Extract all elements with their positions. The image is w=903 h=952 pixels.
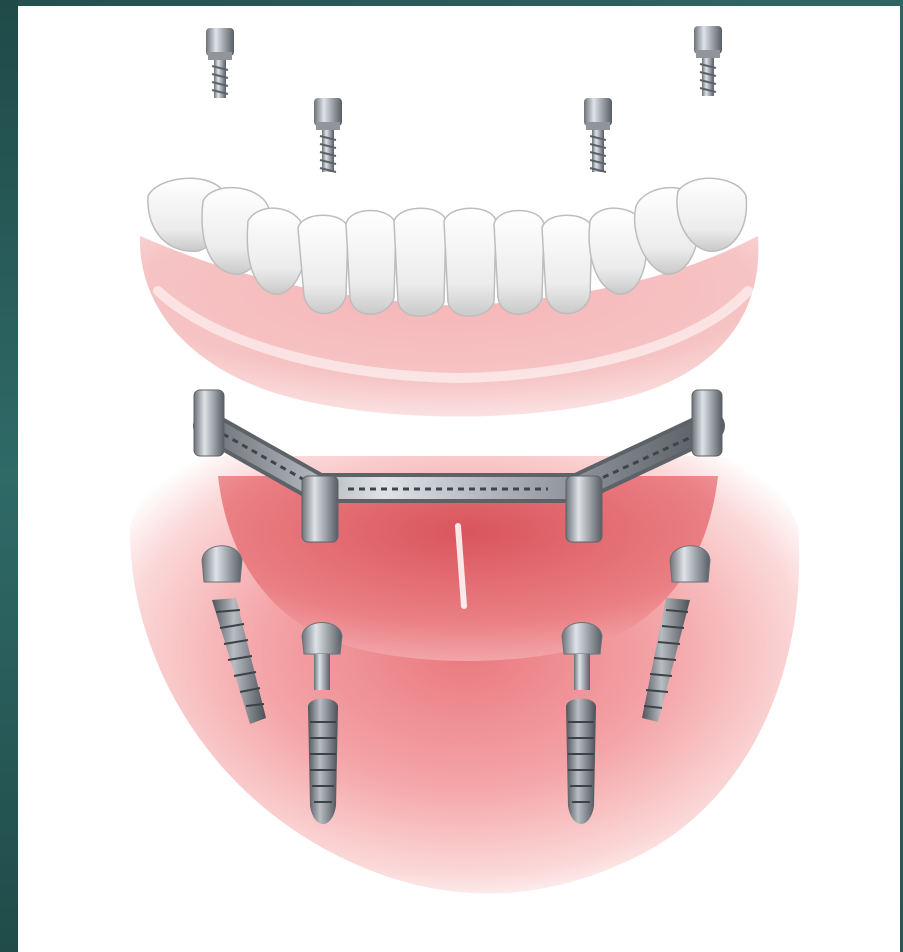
dental-implant-illustration: [18, 6, 900, 952]
prosthetic-screw: [694, 26, 722, 96]
prosthetic-screw: [584, 98, 612, 172]
slide-side-strip: [0, 0, 18, 952]
illustration-svg: [18, 6, 900, 952]
prosthetic-screw: [314, 98, 342, 172]
lower-jaw-gum: [130, 456, 799, 894]
prosthetic-screw: [206, 28, 234, 98]
